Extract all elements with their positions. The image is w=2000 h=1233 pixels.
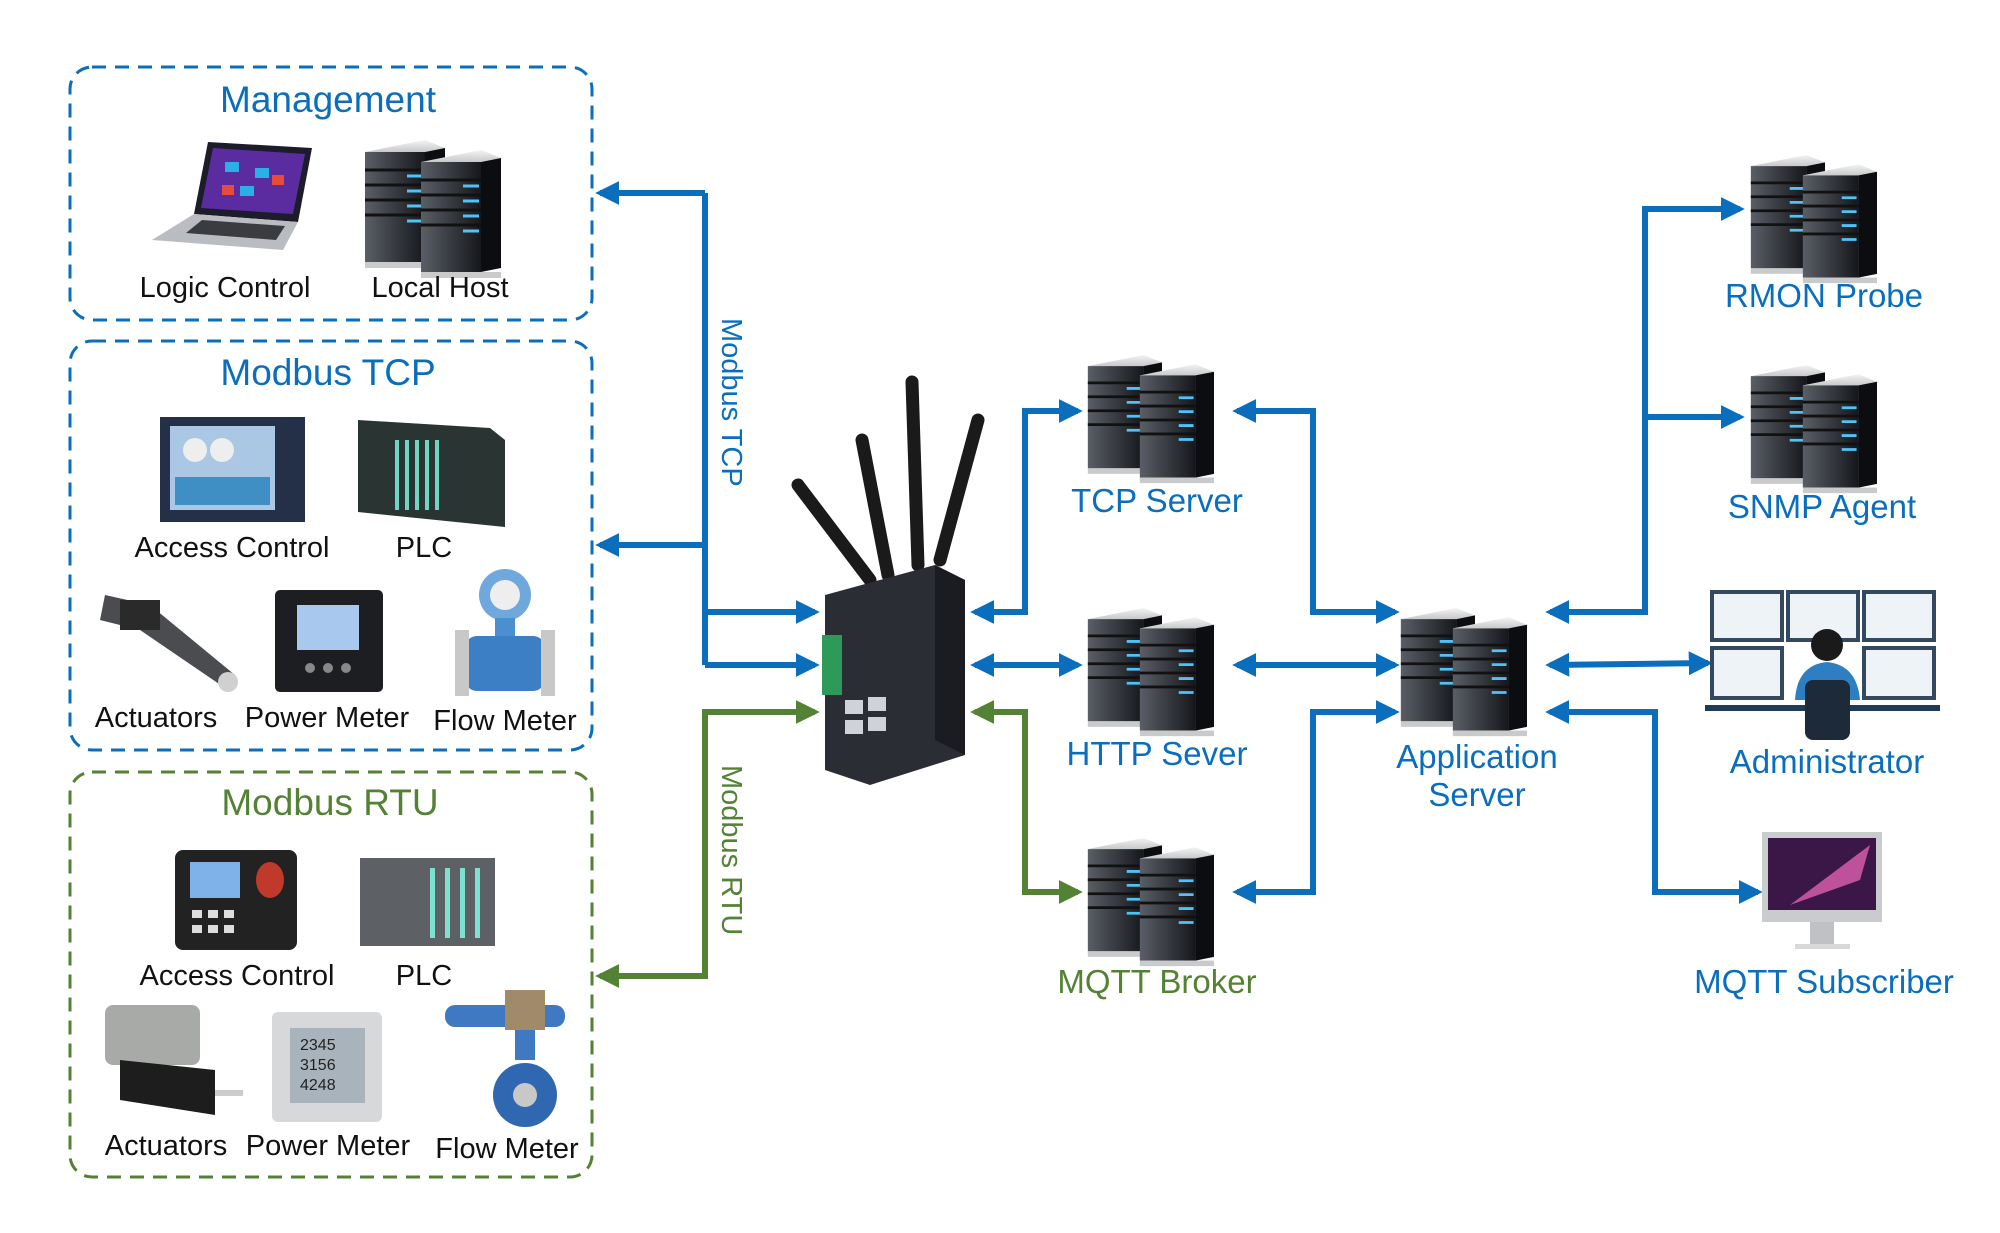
modbus-rtu-item-label: Flow Meter <box>435 1133 579 1165</box>
modbus-rtu-title: Modbus RTU <box>221 782 438 823</box>
mqtt-subscriber-label: MQTT Subscriber <box>1694 963 1954 1000</box>
rmon-probe-icon <box>1751 155 1877 283</box>
application-server-label: Server <box>1428 776 1525 813</box>
tcp-server-label: TCP Server <box>1071 482 1243 519</box>
tcp-server-icon <box>1088 355 1214 483</box>
modbus-tcp-edge-label: Modbus TCP <box>715 318 747 487</box>
http-server-icon <box>1088 608 1214 736</box>
mqtt-broker-label: MQTT Broker <box>1057 963 1256 1000</box>
modbus-rtu-group-box <box>68 770 594 1179</box>
access-control-terminal-icon <box>175 850 297 950</box>
connector-rmon <box>1545 197 1745 624</box>
plc-icon <box>360 858 495 946</box>
management-item-label: Local Host <box>371 272 508 304</box>
desktop-monitor-icon <box>1762 832 1882 949</box>
connector-tcp-server <box>970 399 1083 624</box>
actuator-icon <box>100 595 238 692</box>
modbus-rtu-item-label: PLC <box>396 960 452 992</box>
power-meter-icon <box>275 590 383 692</box>
management-group-box <box>68 65 594 322</box>
modbus-tcp-group-box <box>68 339 594 752</box>
connector-mqtt-subscriber <box>1545 700 1763 904</box>
hmi-panel-icon <box>160 417 305 522</box>
modbus-tcp-connections <box>595 181 820 677</box>
gateway-router-icon <box>791 375 985 785</box>
server-connections <box>970 197 1763 904</box>
laptop-icon <box>152 142 312 250</box>
connector-administrator <box>1545 651 1713 677</box>
flow-meter-icon <box>445 990 565 1127</box>
application-server-label: Application <box>1396 738 1557 775</box>
power-meter-icon: 2345 3156 4248 <box>272 1012 382 1122</box>
administrator-label: Administrator <box>1730 743 1924 780</box>
modbus-rtu-item-label: Power Meter <box>246 1130 411 1162</box>
mqtt-broker-icon <box>1088 838 1214 966</box>
admin-workstation-icon <box>1705 590 1940 740</box>
local-host-server-icon <box>365 140 501 278</box>
connector-tcp-to-app <box>1232 399 1400 624</box>
application-server-icon <box>1401 608 1527 736</box>
modbus-tcp-item-label: Actuators <box>95 702 218 734</box>
connector-mqtt-to-app <box>1232 700 1400 904</box>
modbus-tcp-item-label: PLC <box>396 532 452 564</box>
management-title: Management <box>220 79 437 120</box>
modbus-rtu-item-label: Actuators <box>105 1130 228 1162</box>
modbus-rtu-edge-label: Modbus RTU <box>715 765 747 935</box>
http-server-label: HTTP Sever <box>1067 735 1248 772</box>
meter-digit-icon: 4248 <box>300 1077 336 1094</box>
rmon-probe-label: RMON Probe <box>1725 277 1923 314</box>
management-item-label: Logic Control <box>140 272 311 304</box>
modbus-tcp-item-label: Access Control <box>134 532 329 564</box>
modbus-tcp-item-label: Flow Meter <box>433 705 577 737</box>
meter-digit-icon: 2345 <box>300 1037 336 1054</box>
flow-meter-icon <box>455 569 555 696</box>
modbus-rtu-connection <box>595 700 820 988</box>
connector-mqtt-broker <box>970 700 1083 904</box>
modbus-rtu-item-label: Access Control <box>139 960 334 992</box>
modbus-tcp-title: Modbus TCP <box>220 352 435 393</box>
snmp-agent-label: SNMP Agent <box>1728 488 1916 525</box>
plc-icon <box>358 420 505 527</box>
modbus-tcp-item-label: Power Meter <box>245 702 410 734</box>
snmp-agent-icon <box>1751 365 1877 493</box>
actuator-icon <box>105 1005 243 1115</box>
meter-digit-icon: 3156 <box>300 1057 336 1074</box>
